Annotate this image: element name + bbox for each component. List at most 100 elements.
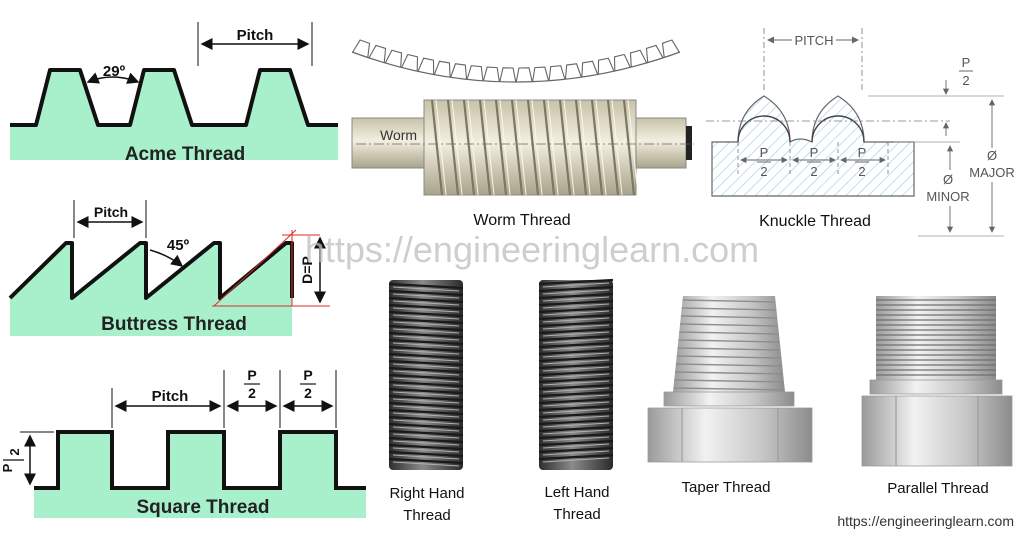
bolt-thread-crest [542,359,610,365]
worm-helix-line [526,99,540,196]
taper-thread-grooves [673,299,785,391]
left-hand-title-line1: Left Hand [544,484,609,501]
bolt-thread-groove [388,366,464,374]
watermark-url: https://engineeringlearn.com [305,229,759,270]
taper-collar [663,391,795,407]
bolt-thread-crest [392,328,460,334]
bolt-thread-crest [542,373,610,379]
worm-gear-tooth [515,67,533,83]
left-hand-thread-grooves [538,278,614,463]
left-hand-title-line2: Thread [553,506,601,523]
bolt-thread-crest [542,282,610,288]
square-depth-bottom: 2 [7,448,22,455]
knuckle-top-half-pitch: P 2 [959,55,973,88]
bolt-thread-groove [388,422,464,430]
bolt-thread-groove [538,313,614,321]
bolt-thread-groove [538,425,614,433]
square-thread-outline [34,430,366,490]
worm-helix-line [622,99,636,196]
buttress-thread-outline [8,241,294,300]
bolt-thread-groove [388,331,464,339]
bolt-thread-groove [388,282,464,290]
knuckle-crest-2 [811,115,865,143]
worm-gear-tooth [417,57,435,75]
buttress-angle-arc [149,249,184,267]
buttress-pitch-label: Pitch [94,204,128,220]
taper-thread-title: Taper Thread [682,479,771,496]
bolt-thread-groove [538,306,614,314]
bolt-thread-crest [542,296,610,302]
bolt-thread-crest [542,380,610,386]
bolt-thread-groove [388,408,464,416]
buttress-red-guide-slope [213,229,297,307]
bolt-thread-crest [542,394,610,400]
worm-helix-lines [430,99,639,196]
worm-gear-tooth [548,65,566,81]
knuckle-minor-symbol: Ø [943,172,953,187]
bolt-thread-groove [538,362,614,370]
bolt-thread-crest [542,317,610,323]
knuckle-minor-label-bg [922,170,972,206]
bolt-thread-groove [388,303,464,311]
bolt-thread-crest [392,286,460,292]
worm-gear-tooth [384,49,403,68]
bolt-thread-groove [388,338,464,346]
worm-shaft-left [351,117,433,169]
knuckle-half-2-top: P [810,145,819,160]
acme-angle-label: 29º [103,63,126,80]
bolt-thread-crest [542,408,610,414]
worm-helix-line [590,99,604,196]
bolt-thread-groove [538,376,614,384]
worm-gear-tooth [597,57,615,75]
knuckle-half-1-bottom: 2 [760,164,767,179]
worm-helix-line [478,99,492,196]
bolt-thread-crest [392,307,460,313]
worm-shaft-right [633,117,687,169]
bolt-thread-groove [538,348,614,356]
bolt-thread-crest [392,370,460,376]
knuckle-half-pitch-3: P 2 [855,145,869,179]
taper-thread-figure: Taper Thread [647,296,813,496]
worm-shaft-end [686,126,692,160]
left-hand-thread-figure: Left Hand Thread [538,278,614,523]
bolt-thread-crest [392,314,460,320]
bolt-thread-crest [392,426,460,432]
square-thread-title: Square Thread [136,497,269,518]
knuckle-top-half-bottom: 2 [962,73,969,88]
bolt-thread-groove [538,397,614,405]
worm-thread-title: Worm Thread [473,212,570,229]
parallel-hex-nut [861,395,1013,467]
bolt-thread-groove [538,453,614,461]
bolt-thread-groove [538,432,614,440]
bolt-thread-groove [538,320,614,328]
taper-thread-groove [673,387,785,391]
acme-angle-arc [86,72,140,84]
worm-gear-tooth [564,63,582,80]
worm-gear-tooth [433,60,451,78]
worm-helix-highlight [611,99,623,196]
bolt-thread-groove [388,436,464,444]
worm-helix-line [462,99,476,196]
knuckle-pitch-label: PITCH [795,33,834,48]
knuckle-major-label-bg [966,148,1018,182]
worm-gear-tooth [401,53,419,72]
acme-thread-outline [10,68,338,127]
parallel-thread-figure: Parallel Thread [861,296,1013,497]
bolt-thread-groove [538,446,614,454]
knuckle-thread-title: Knuckle Thread [759,213,871,230]
bolt-thread-groove [388,394,464,402]
parallel-thread-grooves [876,299,996,376]
worm-helix-highlight [483,99,495,196]
worm-helix-highlight [531,99,543,196]
worm-helix-line [430,99,444,196]
worm-gear-tooth [613,53,631,72]
worm-helix-line [446,99,460,196]
bolt-thread-groove [538,334,614,342]
bolt-thread-groove [388,296,464,304]
bolt-thread-crest [392,321,460,327]
knuckle-half-pitch-2: P 2 [807,145,821,179]
taper-thread-body [673,296,785,392]
bolt-thread-groove [538,285,614,293]
